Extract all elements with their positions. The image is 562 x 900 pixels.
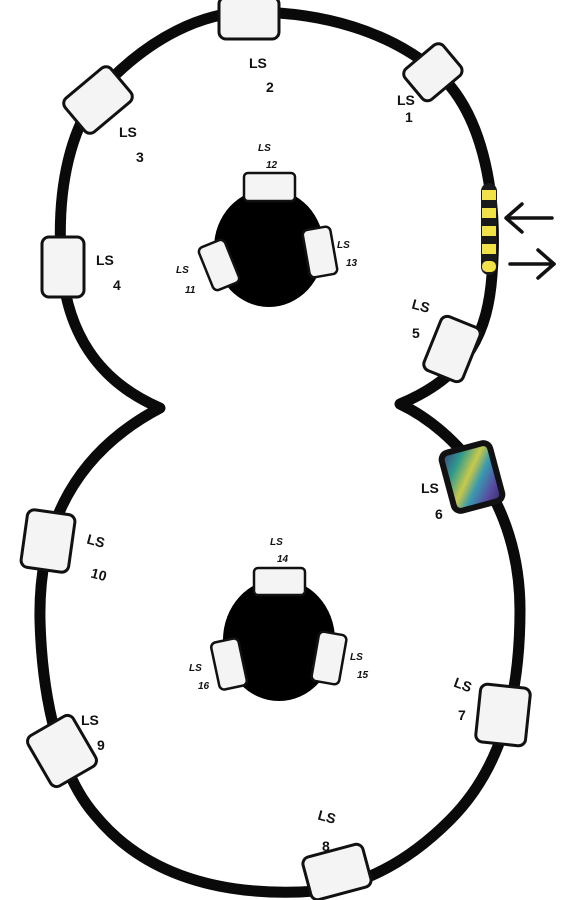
sensor-ls-3[interactable] — [61, 64, 135, 136]
sensor-ls-10[interactable] — [19, 508, 77, 574]
sensor-label-number: 7 — [458, 707, 466, 723]
sensor-ls-11[interactable] — [197, 238, 241, 292]
sensor-ls-5[interactable] — [422, 314, 483, 384]
sensor-ls-12[interactable] — [242, 171, 297, 203]
sensor-ls-6[interactable] — [438, 440, 506, 514]
sensor-label-prefix: LS — [316, 807, 337, 827]
sensor-label-number: 15 — [357, 670, 369, 681]
sensor-ls-16[interactable] — [209, 637, 249, 691]
sensor-label-prefix: LS — [96, 252, 114, 268]
left-arrow-icon — [504, 202, 554, 234]
sensor-label-prefix: LS — [176, 265, 189, 276]
sensor-label-prefix: LS — [421, 480, 439, 496]
sensor-label-prefix: LS — [270, 537, 283, 548]
striped-rod-icon — [481, 183, 497, 275]
sensor-ls-14[interactable] — [252, 566, 307, 597]
sensor-label-prefix: LS — [119, 124, 137, 140]
sensor-label-prefix: LS — [397, 92, 415, 108]
sensor-label-number: 6 — [435, 506, 443, 522]
sensor-ls-13[interactable] — [301, 225, 339, 279]
sensor-ls-4[interactable] — [40, 235, 86, 299]
sensor-label-prefix: LS — [85, 531, 106, 551]
sensor-label-prefix: LS — [410, 296, 431, 316]
sensor-label-number: 12 — [266, 160, 278, 171]
sensor-label-number: 5 — [412, 325, 420, 341]
sensor-label-number: 13 — [346, 258, 358, 269]
sensor-label-prefix: LS — [249, 55, 267, 71]
sensor-label-number: 16 — [198, 681, 210, 692]
sensor-label-number: 2 — [266, 79, 274, 95]
sensor-label-prefix: LS — [81, 712, 99, 728]
sensor-label-number: 8 — [322, 838, 330, 854]
sensor-label-number: 4 — [113, 277, 121, 293]
sensor-label-prefix: LS — [350, 652, 363, 663]
turntable-lower — [223, 579, 335, 701]
sensor-ls-15[interactable] — [310, 630, 348, 686]
sensor-label-number: 1 — [405, 109, 413, 125]
sensor-ls-9[interactable] — [25, 713, 99, 789]
sensor-ls-8[interactable] — [301, 842, 373, 900]
turntable-upper — [214, 189, 324, 307]
right-arrow-icon — [508, 248, 556, 280]
sensor-label-number: 14 — [277, 554, 289, 565]
sensor-label-prefix: LS — [189, 663, 202, 674]
sensor-label-number: 3 — [136, 149, 144, 165]
sensor-label-number: 11 — [185, 285, 196, 296]
sensor-label-prefix: LS — [258, 143, 271, 154]
sensor-label-number: 10 — [89, 565, 108, 585]
sensor-ls-1[interactable] — [401, 41, 465, 104]
sensor-label-number: 9 — [97, 737, 105, 753]
sensor-ls-7[interactable] — [474, 682, 532, 748]
sensor-ls-2[interactable] — [217, 0, 281, 41]
sensor-label-prefix: LS — [337, 240, 350, 251]
sensor-label-prefix: LS — [452, 674, 474, 695]
